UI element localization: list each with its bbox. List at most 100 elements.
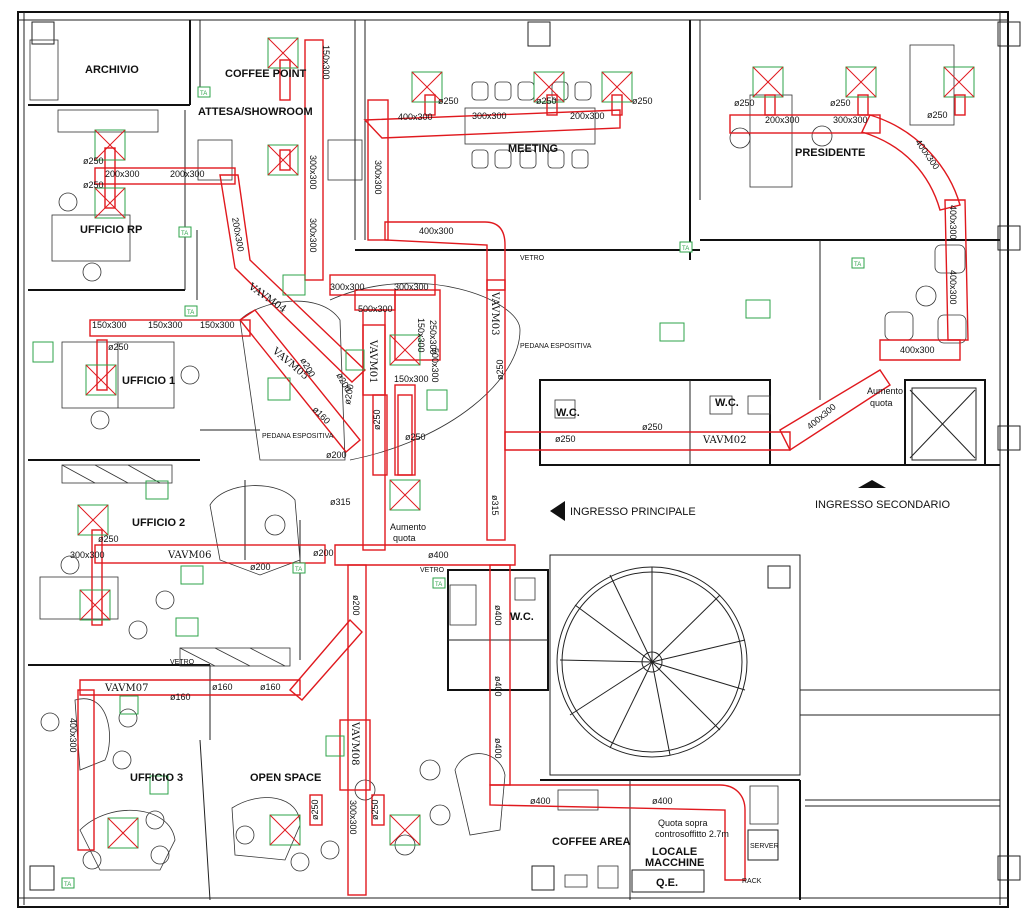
svg-text:ø200: ø200 <box>342 383 355 405</box>
svg-text:ø200: ø200 <box>250 562 271 572</box>
svg-text:PEDANA ESPOSITIVA: PEDANA ESPOSITIVA <box>520 343 592 350</box>
diffuser <box>533 71 565 103</box>
room-label-coffee-point: COFFEE POINT <box>225 68 307 80</box>
svg-text:ø250: ø250 <box>632 96 653 106</box>
ingresso-principale-arrow-icon <box>550 501 565 521</box>
svg-text:TA: TA <box>200 91 207 97</box>
room-label-macchine: MACCHINE <box>645 857 704 869</box>
ta-sensors: TA TA TA TA TA TA TA TA <box>61 86 865 889</box>
svg-text:ø250: ø250 <box>83 180 104 190</box>
svg-text:200x300: 200x300 <box>105 169 140 179</box>
diffuser <box>943 66 975 98</box>
svg-text:300x300: 300x300 <box>330 282 365 292</box>
room-label-rack: RACK <box>742 878 762 885</box>
room-label-open-space: OPEN SPACE <box>250 772 321 784</box>
svg-text:150x300: 150x300 <box>92 320 127 330</box>
svg-text:150x300: 150x300 <box>321 45 331 80</box>
diffuser <box>77 504 109 536</box>
svg-text:ø160: ø160 <box>311 404 333 426</box>
svg-text:300x300: 300x300 <box>472 111 507 121</box>
ingresso-secondario-arrow-icon <box>858 480 886 488</box>
svg-text:300x300: 300x300 <box>373 160 383 195</box>
svg-text:200x300: 200x300 <box>570 111 605 121</box>
diffuser <box>267 37 299 69</box>
room-label-wc-3: W.C. <box>510 611 534 623</box>
entrances: INGRESSO PRINCIPALE INGRESSO SECONDARIO <box>550 480 951 521</box>
room-label-ufficio-2: UFFICIO 2 <box>132 517 185 529</box>
svg-text:200x300: 200x300 <box>230 217 246 253</box>
svg-text:500x300: 500x300 <box>430 348 440 383</box>
svg-text:300x300: 300x300 <box>70 550 105 560</box>
svg-text:ø400: ø400 <box>530 796 551 806</box>
svg-text:500x300: 500x300 <box>358 304 393 314</box>
svg-text:ø400: ø400 <box>428 550 449 560</box>
svg-text:ø250: ø250 <box>495 359 505 380</box>
svg-text:400x300: 400x300 <box>68 718 78 753</box>
svg-text:TA: TA <box>181 231 188 237</box>
room-label-meeting: MEETING <box>508 143 558 155</box>
room-label-attesa: ATTESA/SHOWROOM <box>198 106 313 118</box>
svg-text:ø400: ø400 <box>493 605 503 626</box>
svg-text:400x300: 400x300 <box>948 205 958 240</box>
room-label-ufficio-1: UFFICIO 1 <box>122 375 175 387</box>
svg-text:150x300: 150x300 <box>416 318 426 353</box>
svg-text:ø400: ø400 <box>493 738 503 759</box>
svg-text:ø250: ø250 <box>310 799 320 820</box>
svg-text:quota: quota <box>393 533 416 543</box>
diffuser <box>94 129 126 161</box>
svg-text:ø250: ø250 <box>536 96 557 106</box>
vav-label-vavm03: VAVM03 <box>489 291 500 335</box>
vav-label-vavm06: VAVM06 <box>167 550 211 561</box>
svg-text:ø315: ø315 <box>330 497 351 507</box>
svg-text:TA: TA <box>682 246 689 252</box>
diffusers <box>77 37 975 849</box>
svg-text:400x300: 400x300 <box>948 270 958 305</box>
svg-text:200x300: 200x300 <box>170 169 205 179</box>
diffuser <box>411 71 443 103</box>
furniture <box>29 39 967 889</box>
notes: PEDANA ESPOSITIVA PEDANA ESPOSITIVA Aume… <box>170 255 903 839</box>
svg-text:400x300: 400x300 <box>398 112 433 122</box>
svg-text:400x300: 400x300 <box>419 226 454 236</box>
svg-text:TA: TA <box>295 567 302 573</box>
svg-text:ø400: ø400 <box>493 676 503 697</box>
svg-text:quota: quota <box>870 398 893 408</box>
svg-text:ø315: ø315 <box>490 495 500 516</box>
diffuser <box>389 334 421 366</box>
svg-text:controsoffitto 2.7m: controsoffitto 2.7m <box>655 829 729 839</box>
svg-text:ø200: ø200 <box>313 548 334 558</box>
svg-text:ø250: ø250 <box>372 409 382 430</box>
svg-text:VETRO: VETRO <box>420 567 445 574</box>
vav-label-vavm02: VAVM02 <box>702 435 746 446</box>
svg-text:300x300: 300x300 <box>308 218 318 253</box>
svg-text:ø250: ø250 <box>830 98 851 108</box>
svg-text:Quota sopra: Quota sopra <box>658 818 708 828</box>
svg-text:VETRO: VETRO <box>170 659 195 666</box>
diffuser <box>269 814 301 846</box>
svg-text:Aumento: Aumento <box>867 386 903 396</box>
svg-text:TA: TA <box>187 310 194 316</box>
diffuser <box>389 479 421 511</box>
svg-text:300x300: 300x300 <box>348 800 358 835</box>
svg-text:ø200: ø200 <box>351 595 361 616</box>
svg-text:400x300: 400x300 <box>805 402 838 432</box>
ductwork <box>77 39 969 896</box>
diffuser <box>107 817 139 849</box>
ingresso-secondario-label: INGRESSO SECONDARIO <box>815 499 951 511</box>
svg-text:VETRO: VETRO <box>520 255 545 262</box>
round-duct-labels: ø250 ø250 ø250 ø250 ø250 ø250 ø250 ø250 … <box>83 96 948 820</box>
room-label-locale: LOCALE <box>652 846 697 858</box>
svg-text:ø250: ø250 <box>405 432 426 442</box>
svg-text:ø250: ø250 <box>98 534 119 544</box>
svg-text:ø250: ø250 <box>734 98 755 108</box>
svg-text:150x300: 150x300 <box>200 320 235 330</box>
room-label-wc-2: W.C. <box>715 397 739 409</box>
svg-text:400x300: 400x300 <box>900 345 935 355</box>
ingresso-principale-label: INGRESSO PRINCIPALE <box>570 506 696 518</box>
svg-text:ø250: ø250 <box>555 434 576 444</box>
diffuser <box>752 66 784 98</box>
svg-text:ø250: ø250 <box>927 110 948 120</box>
svg-text:TA: TA <box>64 882 71 888</box>
diffuser <box>79 589 111 621</box>
room-label-ufficio-3: UFFICIO 3 <box>130 772 183 784</box>
